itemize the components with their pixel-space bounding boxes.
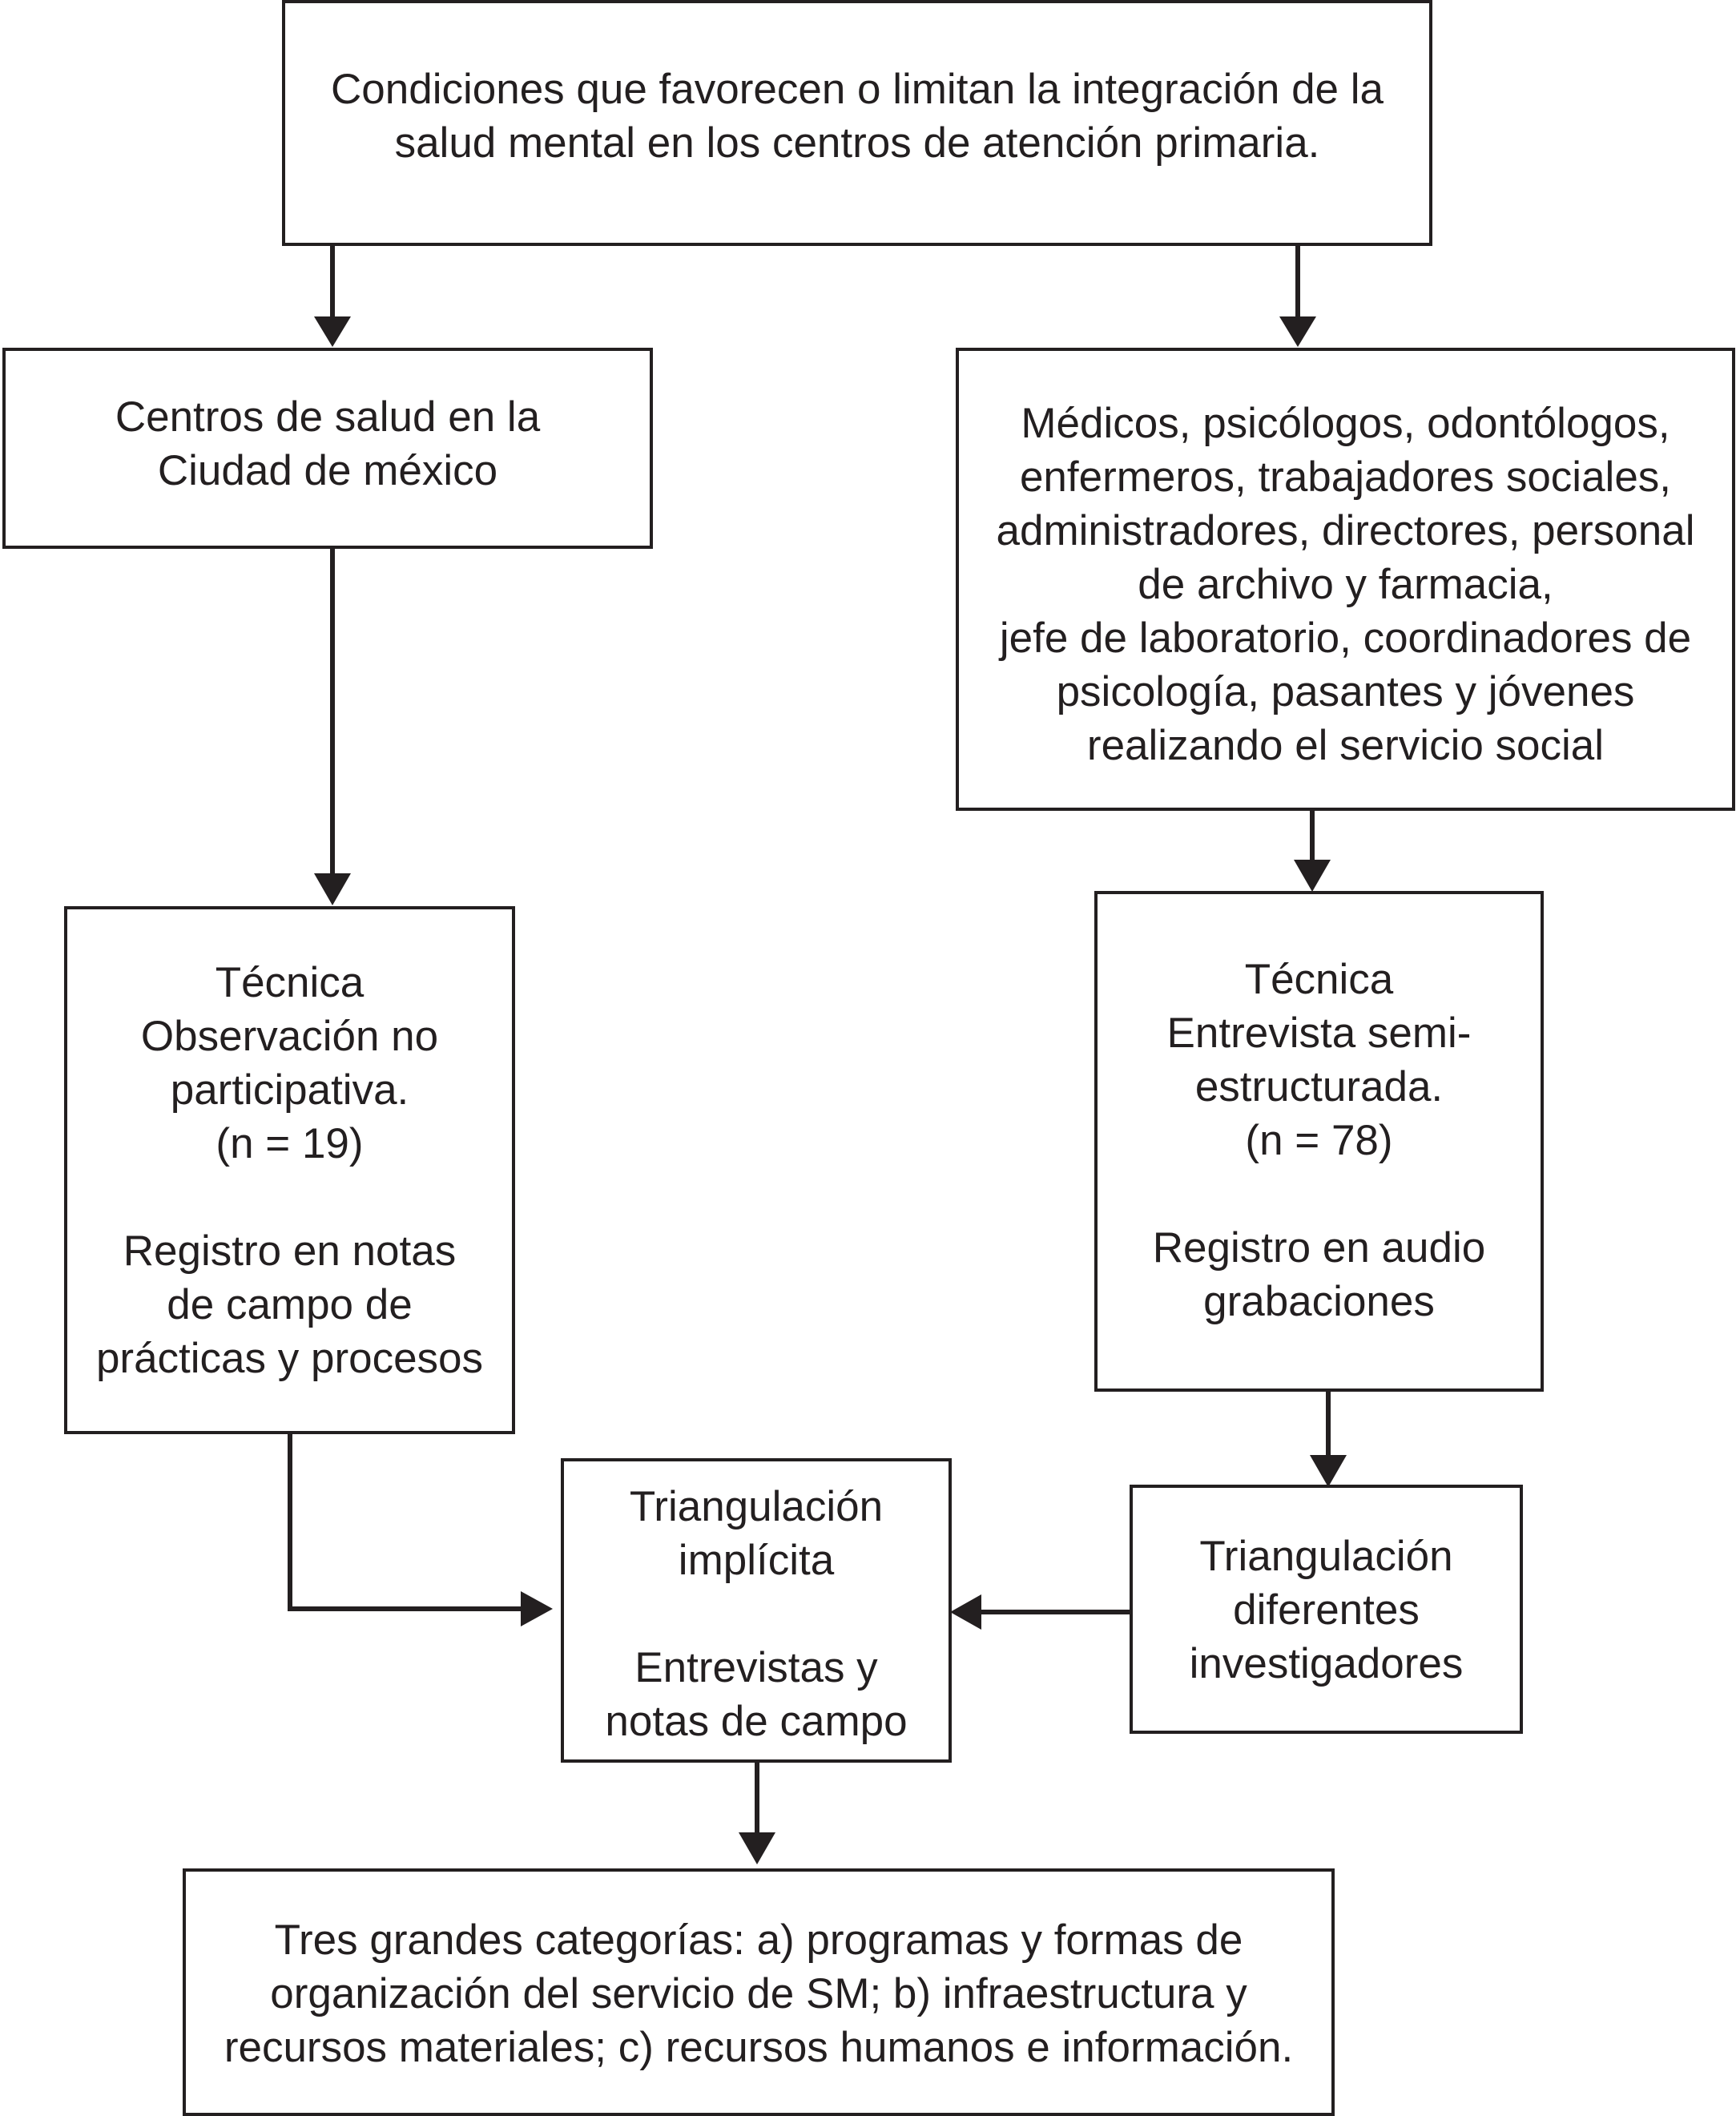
text-line: Entrevistas y: [634, 1644, 878, 1691]
arrowhead-entrevista: [1294, 860, 1331, 892]
text-line: Entrevista semi-: [1166, 1010, 1472, 1057]
text-line: Tres grandes categorías: a) programas y …: [274, 1916, 1243, 1964]
text-line: Condiciones que favorecen o limitan la i…: [330, 66, 1384, 113]
text-line: Observación no: [140, 1013, 439, 1060]
text-line: (n = 19): [215, 1120, 364, 1167]
arrowhead-triang-investigadores: [1310, 1455, 1347, 1487]
text-line: diferentes: [1233, 1586, 1420, 1634]
text-line: Triangulación: [629, 1483, 884, 1530]
box-health-centers: Centros de salud en la Ciudad de méxico: [2, 348, 653, 549]
spacer: [67, 1171, 512, 1224]
text-line: recursos materiales; c) recursos humanos…: [224, 2024, 1294, 2071]
text-line: Registro en audio: [1152, 1224, 1486, 1272]
arrowhead-observacion: [314, 873, 351, 905]
box-interview-technique: Técnica Entrevista semi- estructurada. (…: [1094, 891, 1544, 1392]
text-line: grabaciones: [1203, 1278, 1435, 1325]
box-implicit-triangulation: Triangulación implícita Entrevistas y no…: [561, 1458, 952, 1763]
text-line: administradores, directores, personal: [996, 507, 1695, 554]
text-line: estructurada.: [1194, 1063, 1444, 1110]
arrowhead-categorias: [739, 1832, 775, 1864]
text-line: organización del servicio de SM; b) infr…: [270, 1970, 1247, 2017]
text-line: implícita: [678, 1537, 835, 1584]
text-line: Médicos, psicólogos, odontólogos,: [1021, 400, 1670, 447]
text-line: de campo de: [167, 1281, 413, 1328]
text-line: Ciudad de méxico: [157, 447, 498, 494]
text-line: Técnica: [1244, 956, 1394, 1003]
spacer: [564, 1587, 949, 1641]
text-line: jefe de laboratorio, coordinadores de: [999, 615, 1692, 662]
connector-observacion-to-triang-implicita: [288, 1432, 521, 1611]
box-staff-participants: Médicos, psicólogos, odontólogos, enferm…: [956, 348, 1735, 811]
text-line: enfermeros, trabajadores sociales,: [1019, 453, 1672, 501]
arrowhead-triang-implicita-right: [950, 1594, 981, 1630]
text-line: prácticas y procesos: [95, 1335, 484, 1382]
text-line: Triangulación: [1199, 1533, 1453, 1580]
text-line: notas de campo: [605, 1698, 908, 1745]
text-line: salud mental en los centros de atención …: [394, 119, 1320, 167]
text-line: Técnica: [215, 959, 365, 1006]
text-line: Centros de salud en la: [115, 393, 541, 441]
arrowhead-triang-implicita-left: [521, 1591, 553, 1626]
text-line: realizando el servicio social: [1086, 722, 1605, 769]
arrowhead-personal: [1279, 316, 1316, 347]
text-line: psicología, pasantes y jóvenes: [1056, 668, 1635, 715]
text-line: (n = 78): [1245, 1117, 1393, 1164]
text-line: investigadores: [1189, 1640, 1464, 1687]
text-line: participativa.: [170, 1066, 409, 1114]
box-three-categories: Tres grandes categorías: a) programas y …: [183, 1868, 1335, 2116]
box-main-question: Condiciones que favorecen o limitan la i…: [282, 0, 1432, 246]
box-observation-technique: Técnica Observación no participativa. (n…: [64, 906, 515, 1434]
text-line: Registro en notas: [123, 1227, 457, 1275]
text-line: de archivo y farmacia,: [1138, 561, 1553, 608]
box-investigator-triangulation: Triangulación diferentes investigadores: [1130, 1485, 1523, 1734]
arrowhead-centros: [314, 316, 351, 347]
spacer: [1098, 1167, 1541, 1221]
